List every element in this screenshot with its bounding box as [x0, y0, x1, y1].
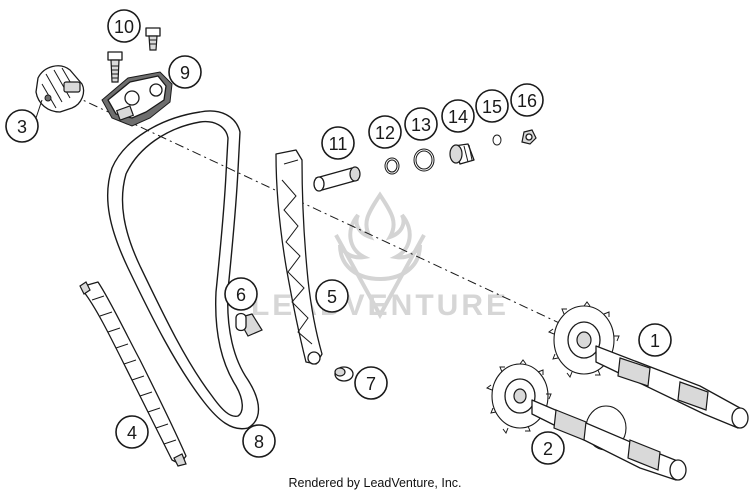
- callout-3[interactable]: 3: [5, 109, 39, 143]
- part-12-o-ring[interactable]: [384, 157, 400, 175]
- callout-11-label: 11: [329, 134, 348, 154]
- callout-12-label: 12: [375, 123, 395, 143]
- callout-1[interactable]: 1: [638, 323, 672, 357]
- callout-1-label: 1: [650, 331, 660, 351]
- part-7-sleeve[interactable]: [334, 366, 354, 382]
- rendered-by-credit: Rendered by LeadVenture, Inc.: [288, 476, 462, 490]
- callout-16[interactable]: 16: [510, 83, 544, 117]
- callout-2[interactable]: 2: [531, 431, 565, 465]
- part-13-o-ring[interactable]: [413, 148, 435, 172]
- callout-3-label: 3: [17, 117, 27, 137]
- callout-16-label: 16: [517, 91, 537, 111]
- callout-8[interactable]: 8: [242, 424, 276, 458]
- part-8-timing-chain[interactable]: [106, 110, 260, 430]
- part-5-tensioning-rail[interactable]: [275, 149, 323, 365]
- callout-6[interactable]: 6: [224, 277, 258, 311]
- part-1-camshaft[interactable]: [547, 301, 749, 429]
- leader-3: [35, 99, 43, 119]
- part-11-pin[interactable]: [313, 166, 361, 192]
- callout-12[interactable]: 12: [368, 115, 402, 149]
- callout-4-label: 4: [127, 423, 137, 443]
- part-2-camshaft[interactable]: [485, 359, 687, 481]
- callout-15-label: 15: [482, 97, 502, 117]
- callout-5[interactable]: 5: [315, 279, 349, 313]
- part-10-bolts[interactable]: [107, 27, 161, 83]
- callout-14-label: 14: [448, 107, 468, 127]
- callout-5-label: 5: [327, 287, 337, 307]
- callout-15[interactable]: 15: [475, 89, 509, 123]
- callout-4[interactable]: 4: [115, 415, 149, 449]
- callout-10[interactable]: 10: [107, 9, 141, 43]
- part-6-pivot-bolt[interactable]: [235, 312, 263, 337]
- part-15-ring[interactable]: [492, 134, 502, 146]
- callout-14[interactable]: 14: [441, 99, 475, 133]
- callout-13-label: 13: [411, 115, 431, 135]
- part-16-nut[interactable]: [521, 129, 537, 145]
- callout-9[interactable]: 9: [168, 55, 202, 89]
- callout-10-label: 10: [114, 17, 134, 37]
- callout-6-label: 6: [236, 285, 246, 305]
- callout-8-label: 8: [254, 432, 264, 452]
- part-9-chain-tensioner[interactable]: [101, 71, 173, 127]
- callout-13[interactable]: 13: [404, 107, 438, 141]
- part-14-screw-plug[interactable]: [449, 143, 475, 165]
- callout-9-label: 9: [180, 63, 190, 83]
- watermark-flame-icon: [334, 191, 426, 320]
- callout-7-label: 7: [366, 374, 376, 394]
- part-4-chain-guide-fixed[interactable]: [79, 281, 187, 467]
- callout-7[interactable]: 7: [354, 366, 388, 400]
- part-3-tensioner-cap[interactable]: [35, 65, 85, 113]
- callout-2-label: 2: [543, 439, 553, 459]
- callout-11[interactable]: 11: [321, 126, 355, 160]
